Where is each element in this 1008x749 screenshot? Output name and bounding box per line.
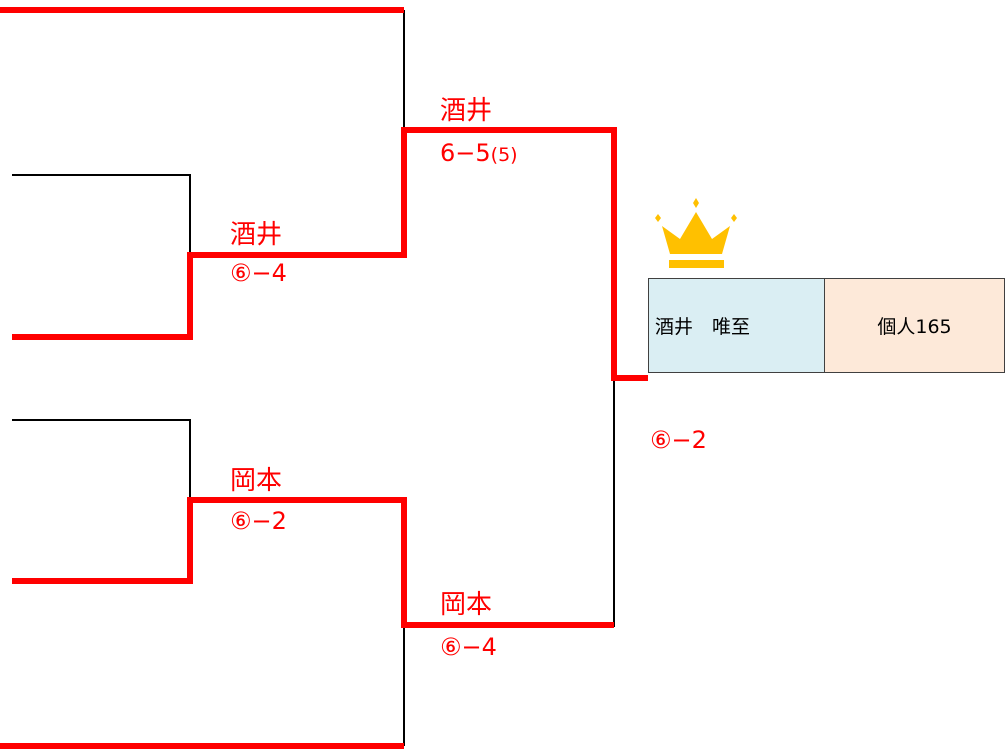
r1-top-score: ⑥−4 [230,259,287,287]
r1-bottom-score: ⑥−2 [230,507,287,535]
r1-top-winner-name: 酒井 [230,220,283,250]
semi-top-score-main: 6−5 [440,139,491,167]
semi-bottom-winner-name: 岡本 [440,590,493,620]
semi-bottom-score: ⑥−4 [440,633,497,661]
semi-top-tiebreak: (5) [490,144,518,166]
loser-lines [12,10,615,746]
semi-top-score: 6−5(5) [440,138,518,170]
champion-box: 酒井 唯至 個人165 [648,278,1005,373]
winner-lines [0,7,648,749]
semi-top-winner-name: 酒井 [440,96,493,126]
champion-team: 個人165 [825,279,1004,372]
okamoto-path-line [12,497,614,628]
r1-bottom-upper-line [12,419,191,500]
final-score: ⑥−2 [650,426,707,454]
r1-top-upper-line [12,174,191,255]
champion-name: 酒井 唯至 [649,279,825,372]
sakai-path-line [12,127,648,381]
crown-icon [655,198,737,268]
r1-bottom-winner-name: 岡本 [230,466,283,496]
